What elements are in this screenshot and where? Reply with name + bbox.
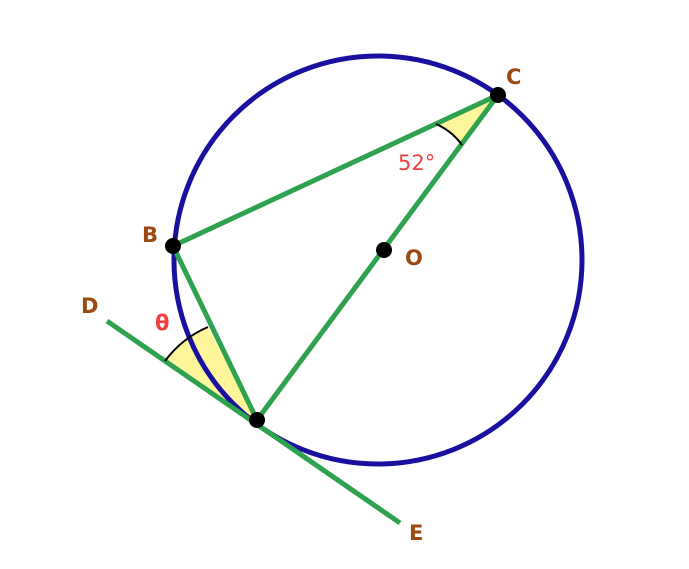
point-b — [165, 238, 181, 254]
angle-label-theta: θ — [155, 311, 169, 335]
circle — [171, 53, 585, 467]
label-b: B — [142, 223, 158, 247]
label-c: C — [506, 65, 521, 89]
point-c — [490, 87, 506, 103]
label-o: O — [405, 246, 423, 270]
point-o — [376, 242, 392, 258]
label-d: D — [81, 294, 98, 318]
point-a — [249, 412, 265, 428]
segment-ba — [170, 243, 260, 423]
angle-bca-arc — [435, 123, 463, 146]
label-e: E — [409, 521, 423, 545]
segment-bc — [170, 92, 501, 249]
angle-label-52: 52° — [398, 151, 435, 175]
angle-theta-arc — [164, 326, 209, 362]
diameter-ca — [254, 92, 501, 423]
